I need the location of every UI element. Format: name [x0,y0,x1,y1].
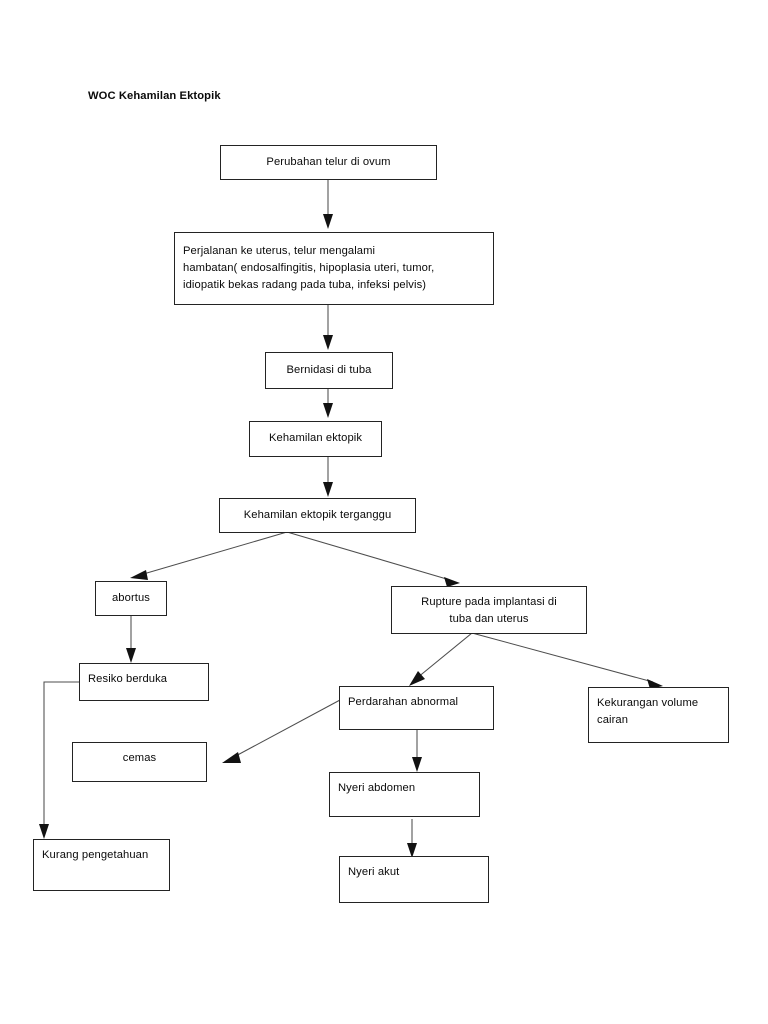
node-label: Perubahan telur di ovum [266,155,391,168]
node-label: cemas [122,752,157,764]
node-perubahan-telur-di-ovum[interactable]: Perubahan telur di ovum [220,145,437,180]
node-label: Perjalanan ke uterus, telur mengalami ha… [183,244,435,291]
node-label: Bernidasi di tuba [286,363,372,376]
arrowhead-n2-n3 [323,335,333,350]
arrowhead-n6-n8 [126,648,136,663]
node-resiko-berduka[interactable]: Resiko berduka [79,663,209,701]
node-perjalanan-ke-uterus[interactable]: Perjalanan ke uterus, telur mengalami ha… [174,232,494,305]
node-label: Nyeri abdomen [338,782,416,794]
edge-n5-n6 [139,531,288,576]
edge-n7-n9 [416,632,473,679]
node-label: Perdarahan abnormal [348,696,459,708]
node-kehamilan-ektopik[interactable]: Kehamilan ektopik [249,421,382,457]
arrowhead-n7-n9 [409,671,425,686]
edge-n9-n11 [231,699,341,759]
node-kehamilan-ektopik-terganggu[interactable]: Kehamilan ektopik terganggu [219,498,416,533]
node-perdarahan-abnormal[interactable]: Perdarahan abnormal [339,686,494,730]
arrowhead-n8-n13 [39,824,49,839]
node-label: Kehamilan ektopik [268,432,363,445]
node-label: Nyeri akut [348,866,400,878]
node-nyeri-akut[interactable]: Nyeri akut [339,856,489,903]
node-rupture-pada-implantasi[interactable]: Rupture pada implantasi di tuba dan uter… [391,586,587,634]
arrowhead-n1-n2 [323,214,333,229]
edge-n5-n7 [286,531,451,581]
arrowhead-n9-n12 [412,757,422,772]
node-label: abortus [111,591,150,604]
node-label: Kehamilan ektopik terganggu [243,508,392,521]
arrowhead-n5-n6 [130,570,148,580]
node-bernidasi-di-tuba[interactable]: Bernidasi di tuba [265,352,393,389]
node-label: Rupture pada implantasi di tuba dan uter… [421,596,557,626]
node-kekurangan-volume-cairan[interactable]: Kekurangan volume cairan [588,687,729,743]
arrowhead-n3-n4 [323,403,333,418]
arrowhead-n9-n11 [222,752,241,763]
node-nyeri-abdomen[interactable]: Nyeri abdomen [329,772,480,817]
node-cemas[interactable]: cemas [72,742,207,782]
edge-n7-n10 [471,632,654,683]
node-abortus[interactable]: abortus [95,581,167,616]
page-title: WOC Kehamilan Ektopik [88,90,221,102]
node-label: Resiko berduka [88,673,168,685]
arrowhead-n4-n5 [323,482,333,497]
node-label: Kurang pengetahuan [42,849,149,861]
node-kurang-pengetahuan[interactable]: Kurang pengetahuan [33,839,170,891]
node-label: Kekurangan volume cairan [597,697,699,727]
